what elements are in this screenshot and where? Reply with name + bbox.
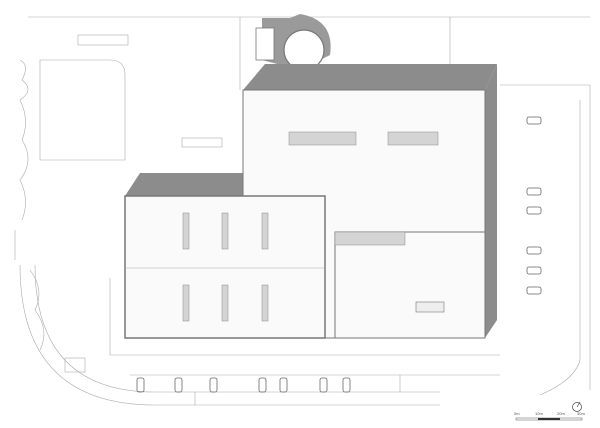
parked-cars — [136, 116, 542, 393]
trees — [19, 59, 45, 351]
silo — [255, 14, 331, 71]
scale-label: 30m — [577, 411, 585, 416]
scale-label: 0m — [514, 411, 520, 416]
scale-label: 10m — [535, 411, 543, 416]
scale-bar: 0m 10m 20m 30m — [514, 411, 585, 421]
north-arrow-icon — [572, 401, 582, 412]
building-roof — [124, 64, 497, 339]
scale-label: 20m — [557, 411, 565, 416]
